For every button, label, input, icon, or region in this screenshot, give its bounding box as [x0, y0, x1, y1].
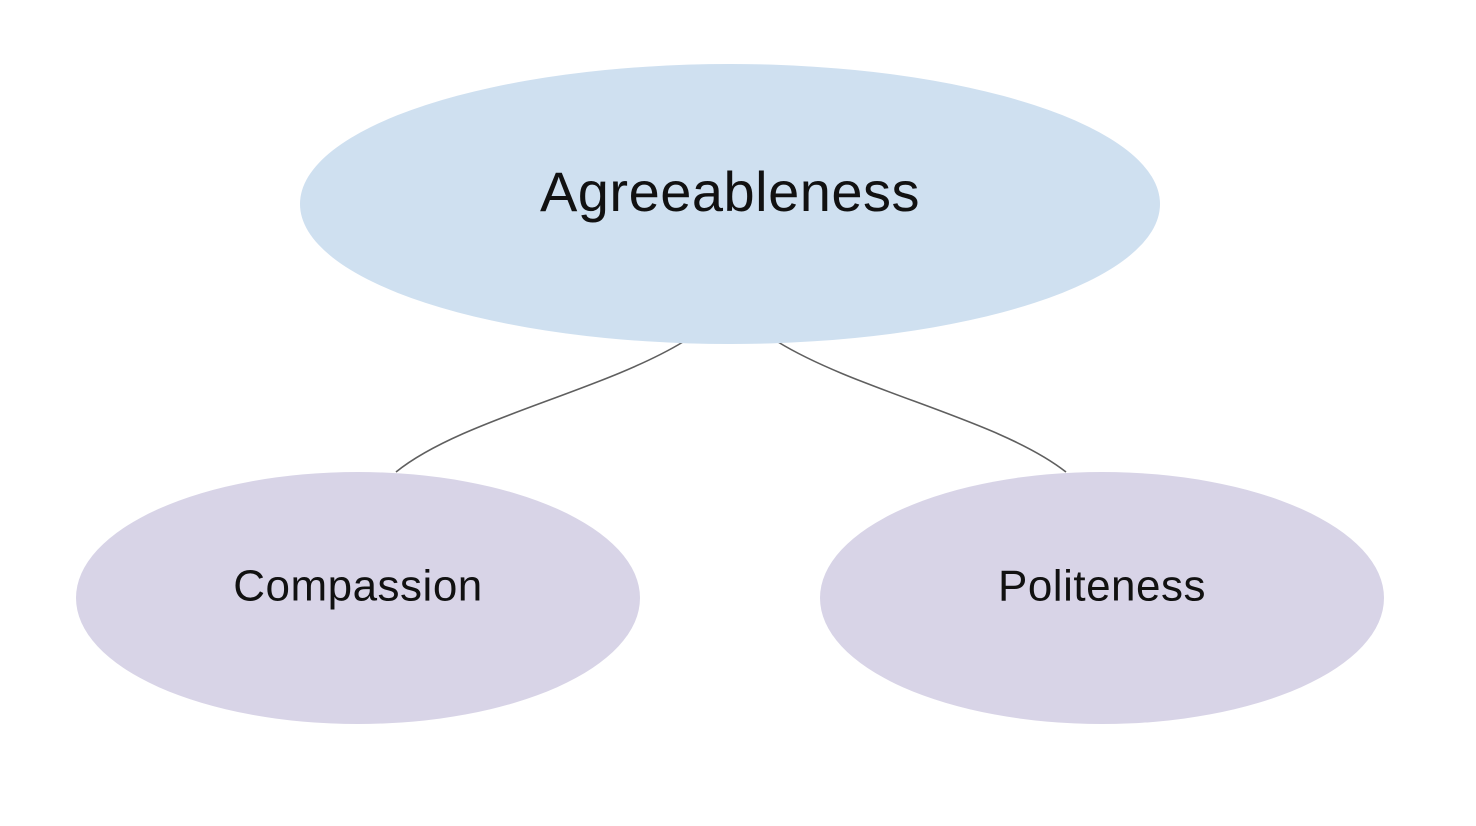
child-node-politeness-shape	[820, 472, 1384, 724]
root-node[interactable]: Agreeableness	[300, 64, 1160, 344]
connector-root-to-compassion	[395, 341, 684, 473]
root-node-label: Agreeableness	[540, 160, 920, 223]
connector-root-to-politeness	[777, 341, 1067, 473]
child-node-compassion-shape	[76, 472, 640, 724]
child-node-politeness-label: Politeness	[998, 562, 1206, 611]
root-node-shape	[300, 64, 1160, 344]
child-node-compassion[interactable]: Compassion	[76, 472, 640, 724]
child-node-compassion-label: Compassion	[233, 562, 483, 611]
child-node-politeness[interactable]: Politeness	[820, 472, 1384, 724]
